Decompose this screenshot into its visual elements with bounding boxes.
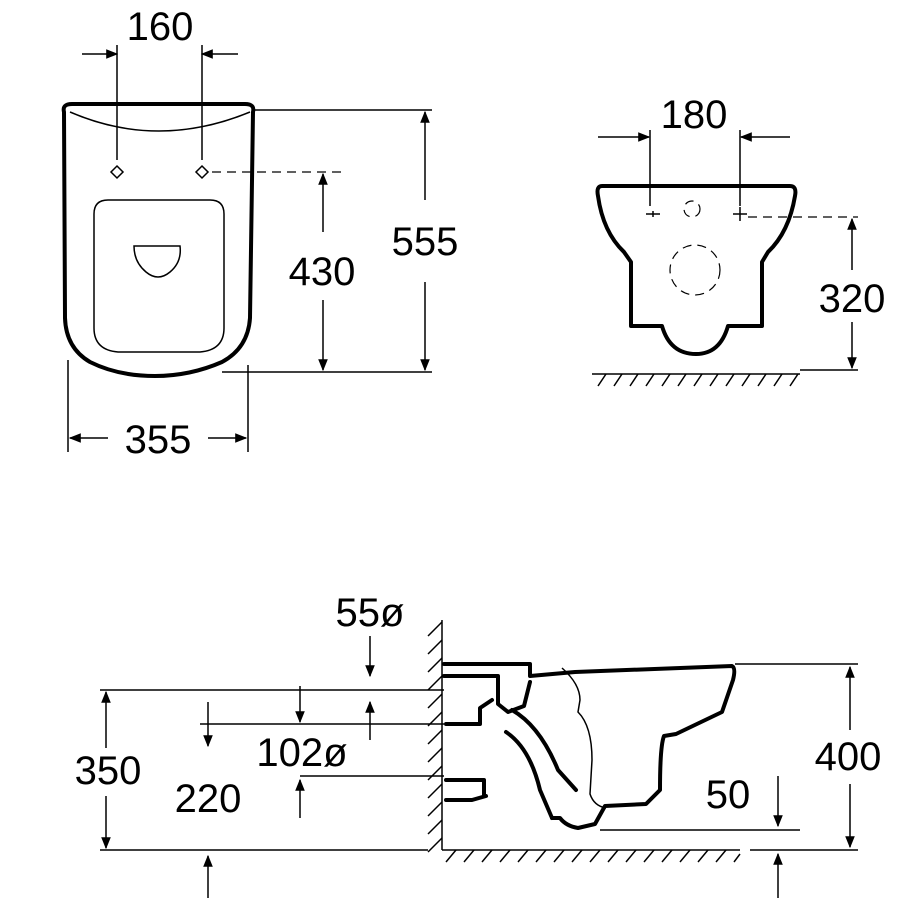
side-view-trapway (444, 708, 578, 820)
front-view-dim-bolt-spacing: 180 (661, 93, 728, 137)
side-view-inlet-pipe (442, 674, 532, 714)
front-view-floor-hatch (592, 373, 800, 387)
top-view-seat-opening (93, 199, 225, 353)
top-view-dim-total-length: 555 (392, 220, 459, 264)
side-view-dim-inlet-diameter: 55ø (336, 591, 405, 635)
top-view-dim-width: 355 (125, 418, 192, 462)
top-view-bolt-right (194, 164, 210, 180)
top-view: 160 430 555 355 (61, 5, 459, 462)
side-view-wall-hatch (427, 620, 443, 853)
side-view-dim-outlet-height: 220 (175, 777, 242, 821)
front-view-inlet-circle (683, 200, 701, 218)
front-view-bowl-outline (595, 184, 798, 356)
front-view-bolt-left (646, 211, 660, 217)
top-view-bowl-rim-curve (69, 111, 251, 132)
top-view-drain-opening (133, 245, 182, 278)
side-view-floor-hatch (442, 849, 741, 863)
side-view-dim-outlet-diameter: 102ø (256, 731, 347, 775)
side-view: 55ø 350 220 102ø 400 50 (75, 591, 882, 898)
side-view-bowl-inner (561, 667, 607, 809)
top-view-dim-height-bolts: 430 (289, 250, 356, 294)
side-view-dim-rim-height: 400 (815, 735, 882, 779)
top-view-dim-bolt-spacing: 160 (127, 5, 194, 49)
front-view-outlet-circle (669, 244, 721, 296)
front-view-bolt-right (733, 207, 747, 221)
front-view: 180 320 (592, 93, 886, 387)
side-view-dim-bottom-clearance: 50 (706, 773, 751, 817)
front-view-dim-bolt-height: 320 (819, 277, 886, 321)
top-view-bowl-outline (61, 102, 256, 378)
top-view-bolt-left (109, 164, 125, 180)
side-view-outlet-pipe (444, 698, 494, 798)
side-view-dim-inlet-height: 350 (75, 749, 142, 793)
side-view-bowl-body (442, 662, 737, 830)
